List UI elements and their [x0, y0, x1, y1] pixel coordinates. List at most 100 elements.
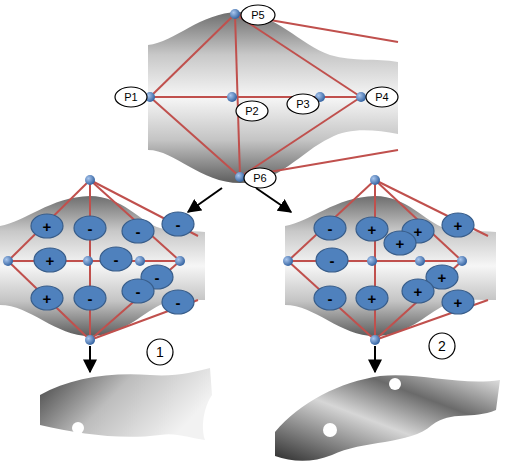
mesh-point [135, 256, 145, 266]
node-label: + [414, 284, 423, 299]
node-shape [31, 286, 63, 310]
surface-notch [389, 378, 401, 390]
node-label: - [176, 295, 181, 310]
node-shape [31, 214, 63, 238]
mesh-point [283, 256, 293, 266]
node-shape [162, 290, 194, 314]
sign-ellipse: + [30, 285, 64, 311]
sign-ellipse: - [313, 285, 347, 311]
node-label: + [414, 224, 423, 239]
sign-ellipse: + [383, 230, 417, 256]
mesh-point [415, 256, 425, 266]
point-label: P4 [365, 86, 399, 108]
node-label: - [176, 217, 181, 232]
mesh-lines [150, 14, 398, 177]
point-label: P1 [114, 86, 148, 108]
mesh-point [227, 92, 237, 102]
node-shape [314, 216, 346, 240]
node-label: P5 [251, 10, 264, 21]
node-shape [236, 101, 268, 121]
mesh-point [83, 256, 93, 266]
node-label: + [454, 295, 463, 310]
callout-circle: 1 [146, 338, 174, 366]
node-shape [287, 94, 319, 114]
mesh-line [240, 97, 361, 177]
sign-ellipse: + [355, 285, 389, 311]
node-label: + [43, 219, 52, 234]
sign-ellipse: + [441, 289, 475, 315]
deformed-surface [40, 368, 212, 440]
node-label: P3 [296, 99, 309, 110]
node-shape [384, 231, 416, 255]
mesh-point [175, 256, 185, 266]
sign-ellipse: - [161, 289, 195, 315]
sign-ellipse: - [161, 211, 195, 237]
sign-ellipse: + [30, 213, 64, 239]
node-label: + [43, 291, 52, 306]
mesh-point [356, 92, 366, 102]
node-shape [356, 217, 388, 241]
mesh-point [85, 175, 95, 185]
sign-ellipse: + [33, 247, 67, 273]
deformed-surface [275, 375, 500, 460]
point-label: P3 [286, 93, 320, 115]
sign-ellipse: - [315, 247, 349, 273]
node-shape [429, 333, 455, 359]
node-label: - [136, 224, 141, 239]
node-shape [147, 339, 173, 365]
node-label: - [88, 221, 93, 236]
callout-number: 1 [156, 345, 164, 359]
node-shape [244, 168, 276, 188]
node-shape [241, 5, 275, 25]
node-label: - [114, 252, 119, 267]
node-shape [162, 212, 194, 236]
node-shape [122, 219, 154, 243]
sign-ellipse: - [73, 285, 107, 311]
node-shape [316, 248, 348, 272]
node-shape [442, 290, 474, 314]
mesh-points [145, 9, 366, 182]
node-shape [314, 286, 346, 310]
node-label: P2 [245, 106, 258, 117]
mesh-line [150, 14, 235, 97]
node-label: P1 [124, 92, 137, 103]
arrow [89, 346, 91, 372]
sign-ellipse: - [121, 278, 155, 304]
arrow [256, 188, 291, 212]
node-label: P4 [375, 92, 388, 103]
node-label: - [328, 291, 333, 306]
node-label: + [368, 222, 377, 237]
point-label: P2 [235, 100, 269, 122]
node-shape [442, 213, 474, 237]
mesh-line [150, 96, 361, 98]
mesh-line [150, 97, 240, 177]
node-shape [115, 87, 147, 107]
mesh-point [370, 175, 380, 185]
sign-ellipse: - [73, 215, 107, 241]
sign-ellipse: + [401, 278, 435, 304]
mesh-point [230, 9, 240, 19]
arrow [188, 188, 222, 212]
node-shape [34, 248, 66, 272]
node-label: + [454, 218, 463, 233]
surface [285, 196, 496, 336]
mesh-point [370, 335, 380, 345]
surface-notch [72, 422, 84, 434]
mesh-line [235, 14, 361, 97]
point-label: P5 [240, 4, 276, 26]
surface [148, 12, 398, 183]
node-shape [402, 279, 434, 303]
node-shape [356, 286, 388, 310]
node-label: + [438, 270, 447, 285]
node-label: - [328, 221, 333, 236]
point-label: P6 [243, 167, 277, 189]
node-label: - [155, 270, 160, 285]
node-label: P6 [253, 173, 266, 184]
surface-notch [323, 423, 337, 437]
node-shape [122, 279, 154, 303]
node-shape [74, 286, 106, 310]
callout-number: 2 [438, 339, 446, 353]
node-label: - [136, 284, 141, 299]
sign-ellipse: - [121, 218, 155, 244]
